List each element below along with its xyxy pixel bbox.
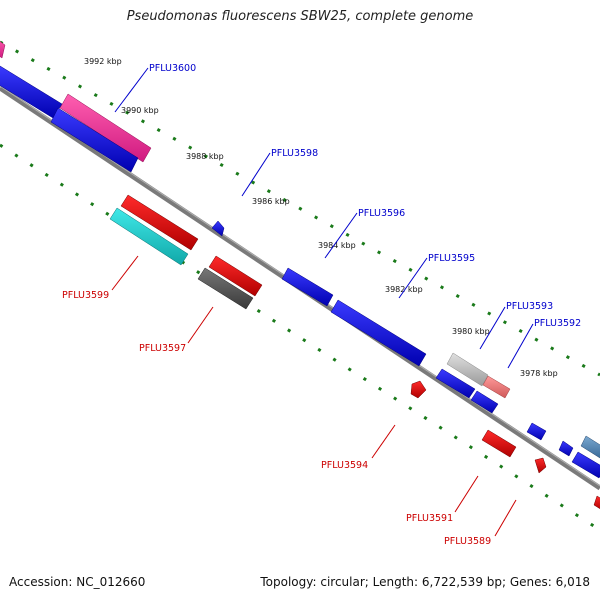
tick-label: 3992 kbp	[84, 57, 122, 66]
tick-label: 3988 kbp	[186, 152, 224, 161]
gene-forward-edge[interactable]	[0, 38, 6, 59]
gene-label-pflu3598[interactable]: PFLU3598	[271, 148, 318, 159]
inner-tick-track	[0, 143, 600, 532]
gene-label-pflu3596[interactable]: PFLU3596	[358, 208, 405, 219]
gene-pflu3592[interactable]	[482, 375, 511, 399]
gene-pflu3599-red[interactable]	[120, 194, 199, 251]
gene-label-pflu3599[interactable]: PFLU3599	[62, 290, 109, 301]
gene-forward-blue[interactable]	[50, 107, 139, 173]
gene-forward-blue[interactable]	[470, 390, 499, 414]
tick-label: 3980 kbp	[452, 327, 490, 336]
leader-line-pflu3589	[494, 499, 517, 537]
gene-label-pflu3595[interactable]: PFLU3595	[428, 253, 475, 264]
gene-pflu3600[interactable]	[59, 93, 152, 163]
gene-label-pflu3597[interactable]: PFLU3597	[139, 343, 186, 354]
tick-label: 3982 kbp	[385, 285, 423, 294]
leader-line-pflu3591	[454, 475, 479, 513]
leader-line-pflu3596	[324, 212, 358, 259]
gene-forward-blue[interactable]	[558, 440, 574, 457]
gene-pflu3599[interactable]	[109, 207, 189, 266]
gene-pflu3596[interactable]	[281, 267, 334, 307]
tick-label: 3978 kbp	[520, 369, 558, 378]
map-title: Pseudomonas fluorescens SBW25, complete …	[126, 9, 474, 24]
gene-label-pflu3592[interactable]: PFLU3592	[534, 318, 581, 329]
leader-line-pflu3599	[111, 255, 139, 291]
gene-forward-blue[interactable]	[571, 451, 600, 479]
gene-label-pflu3594[interactable]: PFLU3594	[321, 460, 368, 471]
tick-label: 3986 kbp	[252, 197, 290, 206]
gene-pflu3594[interactable]	[410, 380, 427, 399]
gene-forward-steel[interactable]	[580, 435, 600, 459]
gene-pflu3597-red[interactable]	[208, 255, 263, 297]
tick-label: 3984 kbp	[318, 241, 356, 250]
leader-line-pflu3592	[507, 323, 534, 369]
gene-reverse-edge[interactable]	[593, 495, 600, 510]
leader-line-pflu3594	[371, 424, 396, 459]
leader-line-pflu3598	[241, 152, 271, 197]
gene-pflu3597[interactable]	[197, 267, 254, 310]
leader-line-pflu3593	[479, 306, 506, 350]
outer-tick-track	[0, 40, 600, 377]
genome-map[interactable]: 3992 kbp 3990 kbp 3988 kbp 3986 kbp 3984…	[0, 0, 600, 580]
gene-label-pflu3589[interactable]: PFLU3589	[444, 536, 491, 547]
gene-pflu3589[interactable]	[534, 457, 547, 474]
gene-label-pflu3600[interactable]: PFLU3600	[149, 63, 196, 74]
gene-pflu3591[interactable]	[481, 429, 517, 458]
leader-line-pflu3597	[187, 306, 214, 344]
leader-line-pflu3600	[114, 67, 149, 113]
gene-label-pflu3593[interactable]: PFLU3593	[506, 301, 553, 312]
gene-pflu3593-gray[interactable]	[446, 352, 489, 387]
gene-pflu3595[interactable]	[330, 299, 427, 367]
gene-pflu3598[interactable]	[211, 220, 225, 237]
accession-text: Accession: NC_012660	[9, 575, 146, 589]
tick-label: 3990 kbp	[121, 106, 159, 115]
gene-pflu3593[interactable]	[435, 368, 476, 399]
gene-label-pflu3591[interactable]: PFLU3591	[406, 513, 453, 524]
gene-forward-blue[interactable]	[526, 422, 547, 441]
genome-summary-text: Topology: circular; Length: 6,722,539 bp…	[260, 575, 590, 589]
leader-line-pflu3595	[398, 257, 428, 299]
